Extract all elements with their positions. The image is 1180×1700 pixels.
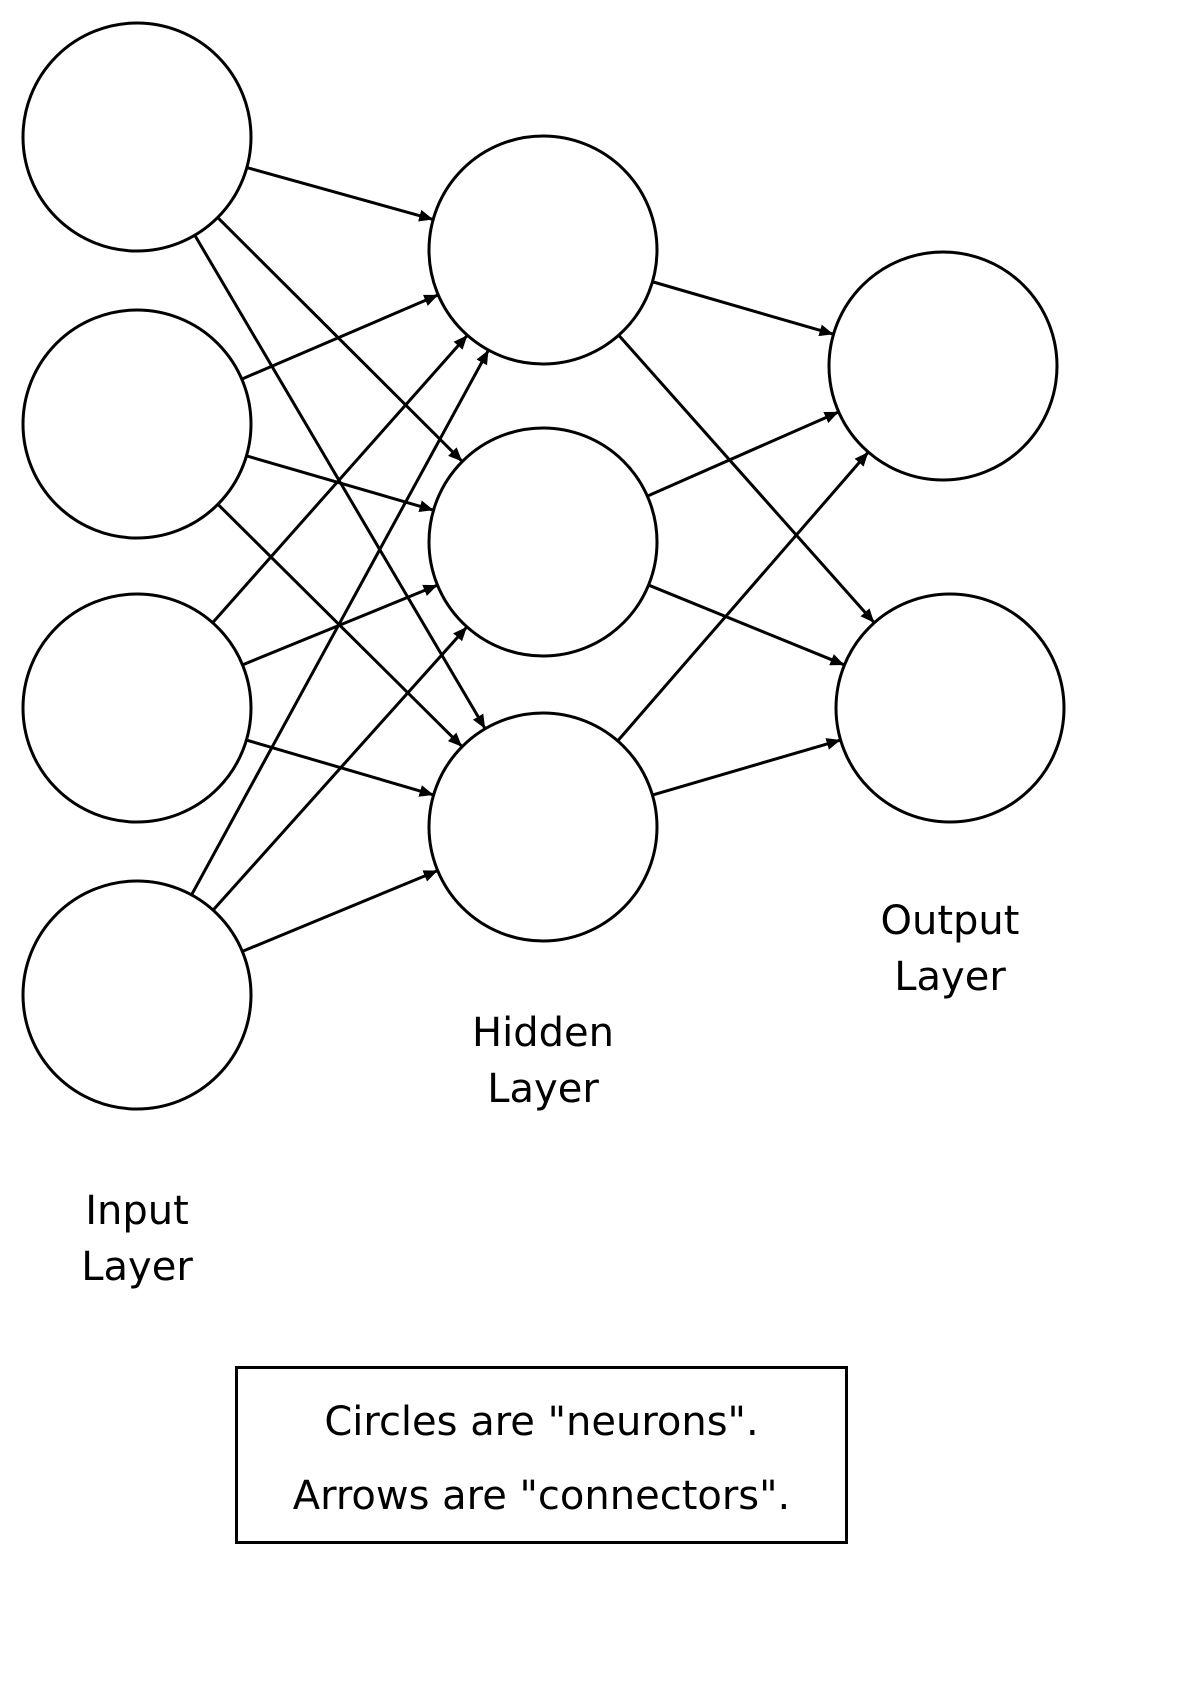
connector-arrow-hidden-3-to-output-1: [616, 451, 869, 742]
output-neuron-1: [827, 250, 1059, 482]
legend-box: Circles are "neurons". Arrows are "conne…: [235, 1366, 848, 1544]
output-neuron-2: [834, 592, 1066, 824]
connector-arrow-input-4-to-hidden-1: [190, 350, 490, 896]
hidden-neuron-2: [427, 426, 659, 658]
legend-line-connectors: Arrows are "connectors".: [292, 1473, 791, 1519]
output-layer-label-line1: Output: [880, 898, 1020, 944]
connector-arrow-hidden-1-to-output-2: [617, 334, 875, 624]
input-layer-label-line1: Input: [85, 1188, 189, 1234]
connector-arrow-hidden-3-to-output-2: [651, 738, 841, 797]
hidden-neuron-3: [427, 711, 659, 943]
connector-arrow-input-1-to-hidden-1: [246, 166, 434, 222]
connector-arrow-input-4-to-hidden-2: [211, 626, 468, 912]
connector-arrow-input-3-to-hidden-1: [211, 335, 468, 624]
hidden-layer-label-line1: Hidden: [472, 1010, 614, 1056]
connectors: [190, 166, 875, 953]
connector-arrow-input-2-to-hidden-1: [241, 293, 439, 381]
connector-arrow-hidden-1-to-output-1: [652, 280, 834, 337]
input-layer-label-line2: Layer: [81, 1244, 193, 1290]
input-layer-label: Input Layer: [47, 1183, 227, 1295]
output-layer-label-line2: Layer: [894, 954, 1006, 1000]
input-neuron-2: [21, 308, 253, 540]
connector-arrow-hidden-2-to-output-1: [646, 410, 839, 498]
hidden-layer-label: Hidden Layer: [453, 1005, 633, 1117]
neurons: [21, 21, 1066, 1111]
legend-line-neurons: Circles are "neurons".: [324, 1399, 759, 1445]
connector-arrow-input-1-to-hidden-2: [216, 216, 463, 462]
connector-arrow-input-2-to-hidden-2: [246, 454, 434, 513]
hidden-neuron-1: [427, 134, 659, 366]
hidden-layer-label-line2: Layer: [487, 1066, 599, 1112]
input-neuron-3: [21, 592, 253, 824]
connector-arrow-input-4-to-hidden-3: [241, 869, 438, 953]
output-layer-label: Output Layer: [860, 893, 1040, 1005]
connector-arrow-hidden-2-to-output-2: [647, 583, 845, 666]
input-neuron-1: [21, 21, 253, 253]
input-neuron-4: [21, 879, 253, 1111]
